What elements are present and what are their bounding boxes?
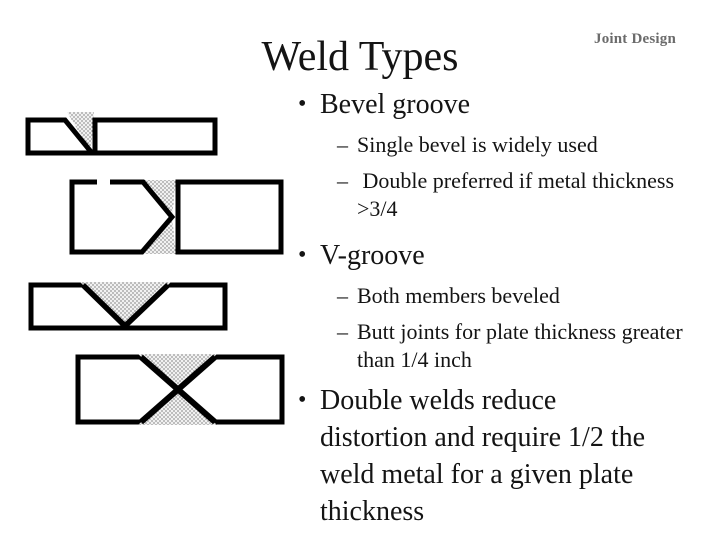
single-bevel-groove-diagram: [25, 112, 218, 156]
list-item: – Butt joints for plate thickness greate…: [337, 318, 720, 374]
list-item: – Single bevel is widely used: [337, 131, 720, 159]
bullet-marker: •: [298, 387, 307, 413]
weld-stipple: [138, 389, 217, 425]
right-plate: [92, 117, 218, 156]
dash-marker: –: [337, 319, 348, 344]
weld-stipple: [138, 354, 217, 389]
list-item: – Double preferred if metal thickness >3…: [337, 167, 720, 223]
right-plate: [175, 179, 284, 255]
bullet-text: V-groove: [320, 240, 425, 271]
corner-label: Joint Design: [594, 31, 676, 47]
bevel-line: [139, 354, 217, 425]
v-groove-diagram: [28, 282, 228, 331]
bullet-text: Single bevel is widely used: [357, 132, 598, 157]
left-plate: [69, 179, 176, 255]
top-edge-notch: [97, 179, 110, 188]
double-bevel-groove-diagram: [69, 179, 284, 255]
bullet-marker: •: [298, 242, 307, 268]
dash-marker: –: [337, 132, 348, 157]
bullet-text: Both members beveled: [357, 283, 560, 308]
bevel-line: [123, 283, 170, 328]
bullet-text: Butt joints for plate thickness greater …: [357, 319, 683, 372]
bullet-text: Double welds reduce distortion and requi…: [320, 385, 646, 527]
dash-marker: –: [337, 168, 348, 193]
dash-marker: –: [337, 283, 348, 308]
weld-stipple: [80, 282, 171, 326]
list-item: • V-groove: [288, 237, 720, 274]
bullet-marker: •: [298, 91, 307, 117]
list-item: • Bevel groove: [288, 86, 720, 123]
list-item: – Both members beveled: [337, 282, 720, 310]
bullet-text: Double preferred if metal thickness >3/4: [357, 168, 675, 221]
page-title: Weld Types: [261, 34, 459, 80]
bevel-line: [81, 283, 127, 328]
bullet-list: • Bevel groove – Single bevel is widely …: [288, 86, 720, 530]
double-v-groove-diagram: [75, 354, 285, 425]
list-item: • Double welds reduce distortion and req…: [288, 382, 720, 530]
weld-stipple: [67, 112, 94, 152]
bullet-text: Bevel groove: [320, 89, 471, 120]
left-plate: [25, 117, 98, 156]
